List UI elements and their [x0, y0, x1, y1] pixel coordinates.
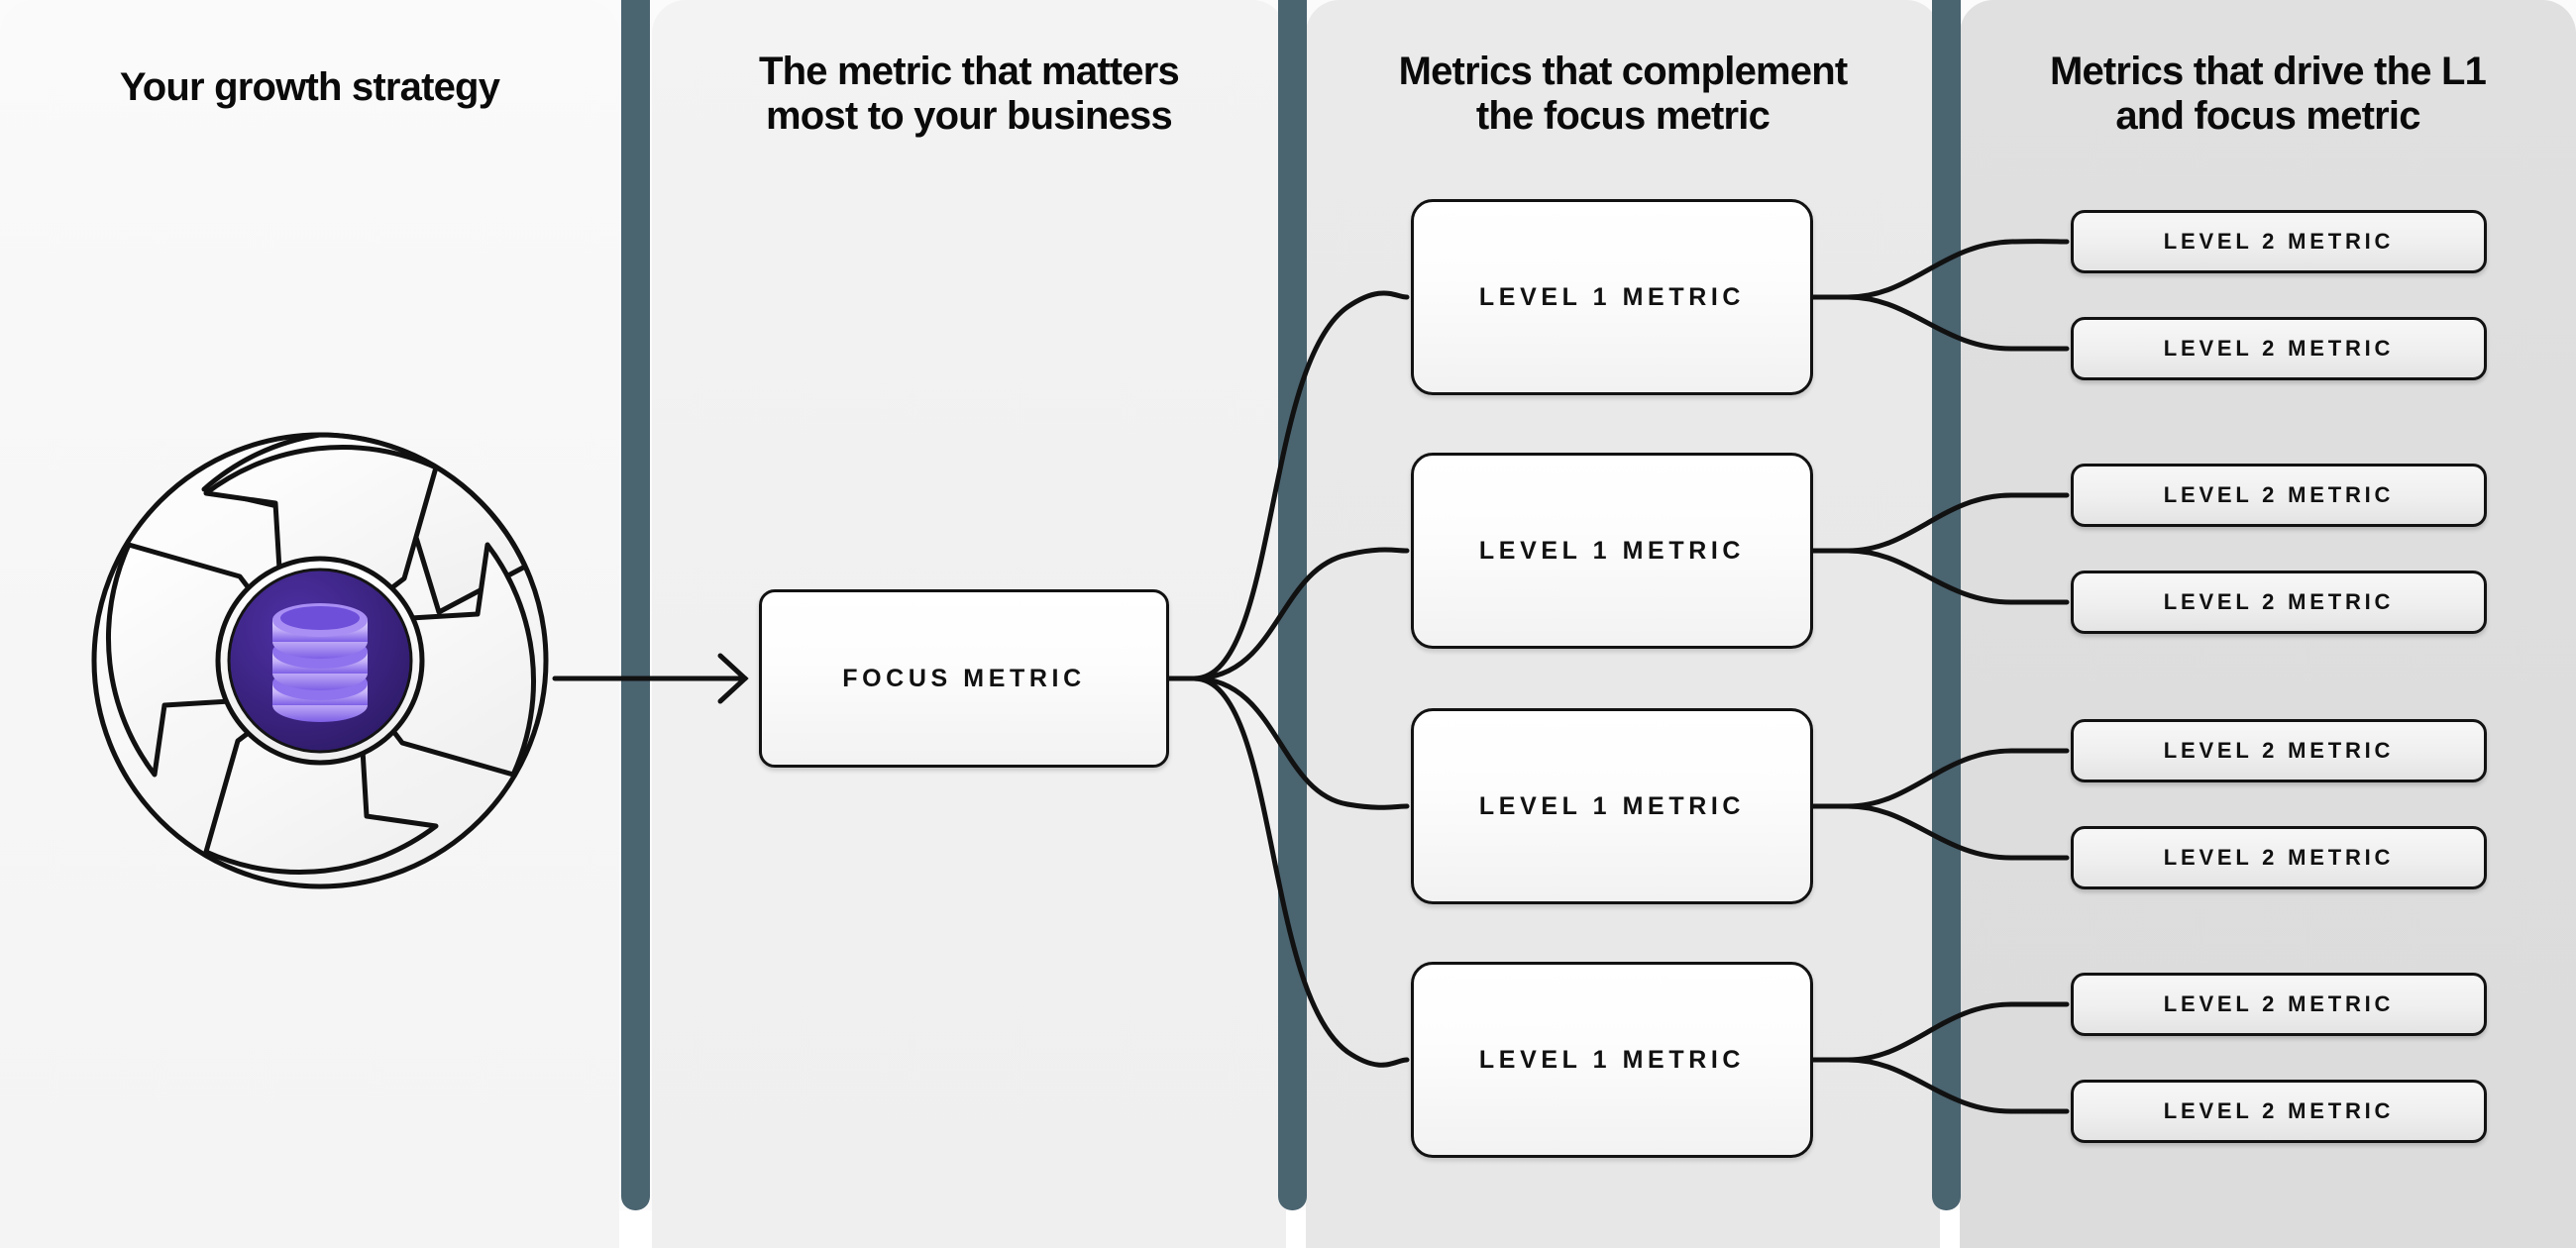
column-divider-2 — [1278, 0, 1307, 1210]
level-1-metric-box-2[interactable]: LEVEL 1 METRIC — [1411, 453, 1813, 649]
level-1-metric-box-3[interactable]: LEVEL 1 METRIC — [1411, 708, 1813, 904]
level-2-metric-box-5[interactable]: LEVEL 2 METRIC — [2071, 719, 2487, 782]
level-1-metric-box-4[interactable]: LEVEL 1 METRIC — [1411, 962, 1813, 1158]
level-2-metric-box-2[interactable]: LEVEL 2 METRIC — [2071, 317, 2487, 380]
level-2-metric-box-4[interactable]: LEVEL 2 METRIC — [2071, 571, 2487, 634]
focus-metric-box[interactable]: FOCUS METRIC — [759, 589, 1169, 768]
level-2-metric-box-3[interactable]: LEVEL 2 METRIC — [2071, 464, 2487, 527]
column-divider-3 — [1932, 0, 1961, 1210]
database-icon — [272, 603, 368, 722]
growth-strategy-pinwheel-logo — [91, 432, 549, 889]
level-2-metric-box-7[interactable]: LEVEL 2 METRIC — [2071, 973, 2487, 1036]
level-2-metric-box-8[interactable]: LEVEL 2 METRIC — [2071, 1080, 2487, 1143]
column-title-growth-strategy: Your growth strategy — [119, 65, 500, 109]
level-2-metric-box-6[interactable]: LEVEL 2 METRIC — [2071, 826, 2487, 889]
level-2-metric-box-1[interactable]: LEVEL 2 METRIC — [2071, 210, 2487, 273]
level-1-metric-box-1[interactable]: LEVEL 1 METRIC — [1411, 199, 1813, 395]
column-divider-1 — [621, 0, 650, 1210]
